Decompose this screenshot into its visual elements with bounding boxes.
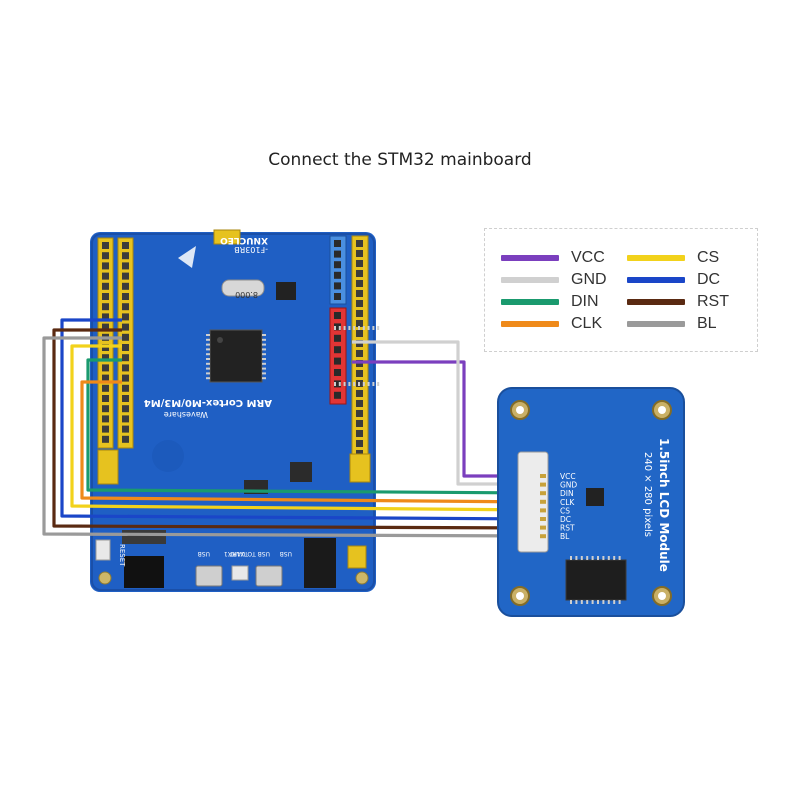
lcd-pin-cs: CS (560, 506, 570, 515)
power-header (329, 307, 347, 405)
usb-label: TX1 (236, 550, 249, 557)
lcd-driver-chip (565, 559, 627, 601)
top-jumper-header (213, 229, 241, 245)
left-header-inner (117, 237, 134, 449)
legend-swatch (501, 299, 559, 305)
legend-item-vcc: VCC (501, 247, 605, 269)
legend-item-gnd: GND (501, 269, 607, 291)
lcd-pin-din: DIN (560, 489, 574, 498)
lcd-resolution: 240 × 280 pixels (642, 452, 653, 537)
usb-label: USB (280, 550, 292, 557)
crystal-label: 8.000 (235, 290, 258, 299)
usb-port-right (255, 565, 283, 587)
jumper-right (349, 453, 371, 483)
wire-dc (60, 318, 541, 521)
lcd-pin-rst: RST (560, 524, 575, 533)
legend-item-dc: DC (627, 269, 720, 291)
usb-label: RX1 (224, 550, 236, 557)
legend-swatch (627, 255, 685, 261)
transistor-chip (290, 462, 312, 482)
crystal (221, 279, 265, 297)
legend-label: BL (697, 315, 717, 332)
lcd-pin-bl: BL (560, 532, 570, 541)
lcd-transistor (586, 488, 604, 506)
legend-label: RST (697, 293, 729, 310)
legend-swatch (627, 321, 685, 327)
wires (42, 318, 541, 538)
legend-item-cs: CS (627, 247, 719, 269)
legend-item-bl: BL (627, 313, 717, 335)
audio-jack (304, 538, 336, 588)
wire-clk (80, 380, 541, 504)
diagram-title: Connect the STM32 mainboard (268, 150, 532, 170)
regulator-chip (276, 282, 296, 300)
legend-label: DIN (571, 293, 599, 310)
legend-label: CS (697, 249, 720, 266)
dc-connector (124, 556, 164, 588)
legend-label: VCC (571, 249, 605, 266)
legend-swatch (627, 277, 685, 283)
legend-swatch (501, 321, 559, 327)
mcu-pins (206, 326, 380, 386)
wire-color-legend: VCC CS GND DC DIN RST CLK BL (484, 228, 758, 352)
legend-swatch (501, 277, 559, 283)
reset-label: RESET (118, 544, 126, 567)
wire-din (86, 358, 541, 495)
wire-bl (42, 336, 541, 538)
board-maker: Waveshare (164, 410, 208, 419)
stm32-mainboard: XNUCLEO -F103RB 8.000 ARM Cortex-M0/M3/M… (90, 229, 380, 592)
legend-item-clk: CLK (501, 313, 602, 335)
legend-label: GND (571, 271, 607, 288)
lcd-pin-clk: CLK (560, 498, 575, 507)
board-brand: XNUCLEO (220, 235, 268, 245)
legend-item-rst: RST (627, 291, 729, 313)
legend-swatch (501, 255, 559, 261)
lcd-pin-gnd: GND (560, 481, 577, 490)
lcd-pin-dc: DC (560, 515, 571, 524)
mcu-chip (209, 329, 263, 383)
legend-label: CLK (571, 315, 603, 332)
legend-swatch (627, 299, 685, 305)
lcd-title: 1.5inch LCD Module (657, 438, 671, 572)
xnucleo-logo-icon (178, 246, 196, 268)
bottom-header (122, 530, 166, 544)
wire-rst (52, 328, 541, 530)
legend-label: DC (697, 271, 721, 288)
legend-item-din: DIN (501, 291, 599, 313)
usb-port-left (195, 565, 223, 587)
usb-label: USB (198, 550, 210, 557)
usb-label: USB TO UART (229, 550, 270, 557)
jumper-left (97, 449, 119, 485)
board-cpu-label: ARM Cortex-M0/M3/M4 (144, 397, 272, 408)
lcd-pin-vcc: VCC (560, 472, 576, 481)
reset-button (95, 539, 111, 561)
wire-cs (70, 344, 541, 512)
board-model: -F103RB (234, 245, 268, 254)
left-header-outer (97, 237, 114, 449)
